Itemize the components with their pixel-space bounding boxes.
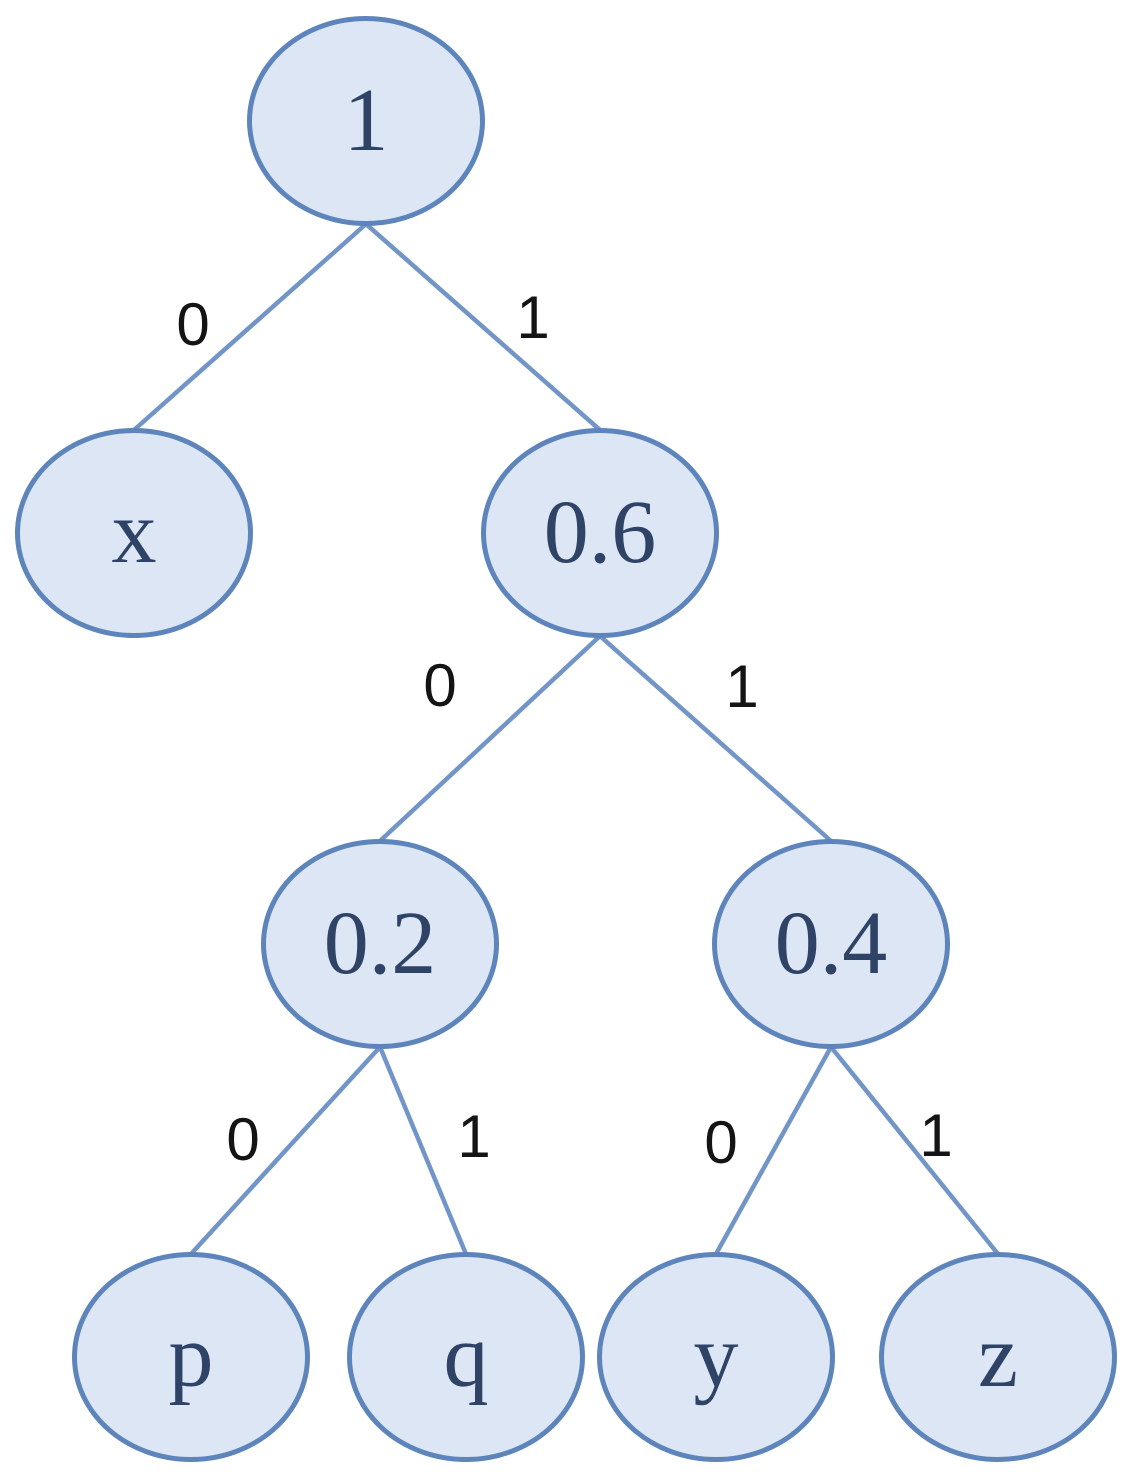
edge-line-n04-y bbox=[714, 1045, 833, 1256]
tree-node-label-q: q bbox=[443, 1307, 489, 1406]
tree-node-root: 1 bbox=[247, 16, 485, 226]
edge-line-n06-n04 bbox=[598, 634, 833, 843]
tree-node-n04: 0.4 bbox=[712, 839, 950, 1049]
tree-node-y: y bbox=[597, 1252, 835, 1462]
tree-node-label-n06: 0.6 bbox=[543, 483, 657, 582]
tree-node-q: q bbox=[347, 1252, 585, 1462]
tree-node-z: z bbox=[879, 1252, 1117, 1462]
edge-label-n02-q: 1 bbox=[457, 1103, 491, 1170]
tree-node-p: p bbox=[72, 1252, 310, 1462]
tree-node-x: x bbox=[15, 428, 253, 638]
edge-line-n02-q bbox=[377, 1046, 469, 1255]
edge-label-n06-n04: 1 bbox=[725, 653, 759, 720]
edge-label-n04-y: 0 bbox=[704, 1109, 738, 1176]
tree-node-label-z: z bbox=[978, 1307, 1018, 1406]
tree-node-n02: 0.2 bbox=[261, 839, 499, 1049]
tree-node-label-n02: 0.2 bbox=[323, 894, 437, 993]
tree-node-label-x: x bbox=[111, 483, 157, 582]
edge-line-n04-z bbox=[829, 1045, 1000, 1256]
tree-node-label-n04: 0.4 bbox=[774, 894, 888, 993]
tree-node-label-y: y bbox=[693, 1307, 739, 1406]
edge-label-root-x: 0 bbox=[176, 291, 210, 358]
edge-label-n02-p: 0 bbox=[226, 1106, 260, 1173]
edge-line-root-n06 bbox=[364, 222, 602, 432]
edge-label-root-n06: 1 bbox=[516, 284, 550, 351]
edge-line-n06-n02 bbox=[378, 634, 602, 843]
edge-line-root-x bbox=[132, 222, 368, 432]
edge-label-n04-z: 1 bbox=[919, 1102, 953, 1169]
edge-label-n06-n02: 0 bbox=[423, 652, 457, 719]
tree-node-n06: 0.6 bbox=[481, 428, 719, 638]
tree-node-label-root: 1 bbox=[343, 71, 389, 170]
tree-node-label-p: p bbox=[168, 1307, 214, 1406]
edge-line-n02-p bbox=[189, 1045, 382, 1256]
